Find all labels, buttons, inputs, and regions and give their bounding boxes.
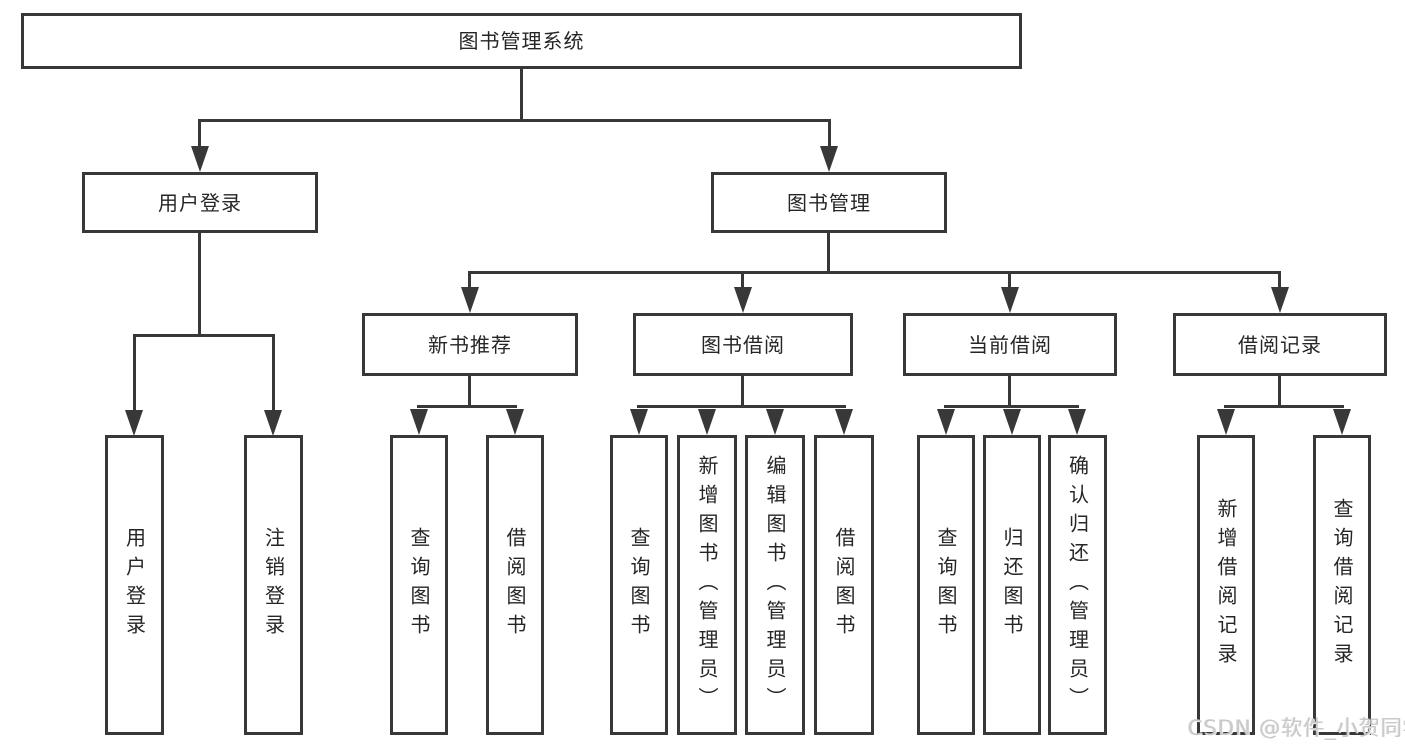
arrow-down-icon: [937, 409, 955, 435]
node-user-login: 用户登录: [82, 172, 318, 233]
connector-drop-current-borrowing: [1008, 271, 1011, 289]
connector-root-rail: [198, 119, 831, 122]
node-leaf-logout: 注销登录: [244, 435, 303, 735]
node-leaf-borrow-books-borrowing: 借阅图书: [814, 435, 874, 735]
connector-book-borrowing-stem: [741, 376, 744, 407]
arrow-down-icon: [766, 409, 784, 435]
connector-user-login-stem: [198, 233, 201, 336]
connector-new-book-rail: [417, 405, 517, 408]
connector-drop-book-management: [828, 119, 831, 150]
arrow-down-icon: [125, 410, 143, 436]
node-leaf-query-books-recommend: 查询图书: [390, 435, 448, 735]
node-borrowing-records: 借阅记录: [1173, 313, 1387, 376]
arrow-down-icon: [410, 409, 428, 435]
arrow-down-icon: [630, 409, 648, 435]
node-leaf-user-login: 用户登录: [105, 435, 164, 735]
arrow-down-icon: [461, 287, 479, 313]
node-library-management-system: 图书管理系统: [21, 13, 1022, 69]
connector-drop-borrowing-records: [1278, 271, 1281, 289]
node-book-borrowing: 图书借阅: [633, 313, 853, 376]
arrow-down-icon: [1068, 409, 1086, 435]
node-leaf-query-borrow-record: 查询借阅记录: [1313, 435, 1371, 735]
node-leaf-return-books: 归还图书: [983, 435, 1041, 735]
connector-drop-new-book: [468, 271, 471, 289]
arrow-down-icon: [1001, 287, 1019, 313]
connector-drop-user-login: [198, 119, 201, 150]
connector-drop-book-borrowing: [741, 271, 744, 289]
arrow-down-icon: [191, 146, 209, 172]
node-new-book-recommendation: 新书推荐: [362, 313, 578, 376]
node-leaf-add-borrow-record: 新增借阅记录: [1197, 435, 1255, 735]
csdn-watermark: CSDN @软件_小贺同学: [1188, 716, 1405, 740]
arrow-down-icon: [1003, 409, 1021, 435]
arrow-down-icon: [1271, 287, 1289, 313]
arrow-down-icon: [734, 287, 752, 313]
connector-current-borrowing-rail: [944, 405, 1079, 408]
node-leaf-query-books-current: 查询图书: [917, 435, 975, 735]
arrow-down-icon: [506, 409, 524, 435]
connector-drop-leaf-logout: [272, 334, 275, 411]
connector-borrowing-records-stem: [1278, 376, 1281, 407]
node-leaf-add-books-admin: 新增图书（管理员）: [677, 435, 737, 735]
connector-book-borrowing-rail: [637, 405, 846, 408]
connector-current-borrowing-stem: [1008, 376, 1011, 407]
connector-book-management-rail: [468, 271, 1281, 274]
node-leaf-confirm-return-admin: 确认归还（管理员）: [1048, 435, 1107, 735]
arrow-down-icon: [835, 409, 853, 435]
connector-user-login-rail: [133, 334, 275, 337]
arrow-down-icon: [264, 410, 282, 436]
node-leaf-query-books-borrowing: 查询图书: [610, 435, 668, 735]
node-leaf-edit-books-admin: 编辑图书（管理员）: [745, 435, 805, 735]
node-leaf-borrow-books-recommend: 借阅图书: [486, 435, 544, 735]
connector-book-management-stem: [827, 233, 830, 274]
connector-root-stem: [520, 67, 523, 120]
node-book-management: 图书管理: [711, 172, 947, 233]
connector-new-book-stem: [468, 376, 471, 407]
arrow-down-icon: [820, 146, 838, 172]
node-current-borrowing: 当前借阅: [903, 313, 1117, 376]
connector-drop-leaf-login: [133, 334, 136, 411]
arrow-down-icon: [1217, 409, 1235, 435]
arrow-down-icon: [1333, 409, 1351, 435]
arrow-down-icon: [698, 409, 716, 435]
connector-borrowing-records-rail: [1224, 405, 1344, 408]
